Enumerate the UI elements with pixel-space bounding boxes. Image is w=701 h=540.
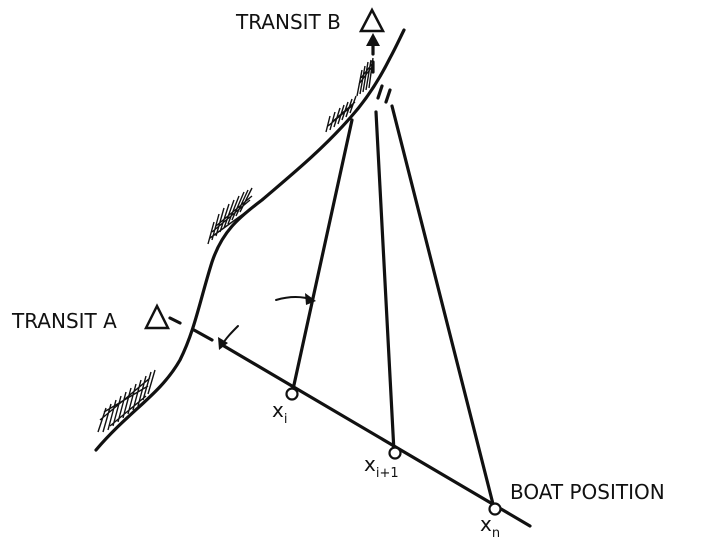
transit-a-triangle-icon	[143, 303, 171, 330]
baseline	[222, 344, 532, 528]
angle-arrow-left-icon	[218, 325, 239, 350]
boat-position-label: BOAT POSITION	[510, 480, 665, 504]
point-i1-circle-icon	[388, 446, 402, 460]
sight-line-n	[390, 104, 496, 510]
transit-b-triangle-icon	[358, 7, 386, 33]
angle-arrow-right-icon	[275, 293, 316, 305]
baseline-dash-1	[168, 316, 182, 325]
point-n-label: xn	[480, 512, 500, 540]
sight-line-i	[290, 118, 354, 396]
point-n-circle-icon	[488, 502, 502, 516]
point-i-circle-icon	[285, 387, 299, 401]
sight-line-upper-dash-2	[384, 88, 392, 104]
shoreline	[94, 28, 406, 452]
transit-b-label: TRANSIT B	[235, 10, 341, 34]
sight-line-i1	[374, 110, 396, 454]
sight-line-upper-dash-1	[376, 84, 384, 100]
point-i-label: xi	[272, 398, 287, 427]
baseline-dash-2	[192, 328, 214, 342]
point-i1-label: xi+1	[364, 452, 399, 481]
bank-hatching	[97, 57, 374, 433]
arrow-up-icon	[366, 33, 380, 74]
transit-a-label: TRANSIT A	[11, 309, 117, 333]
